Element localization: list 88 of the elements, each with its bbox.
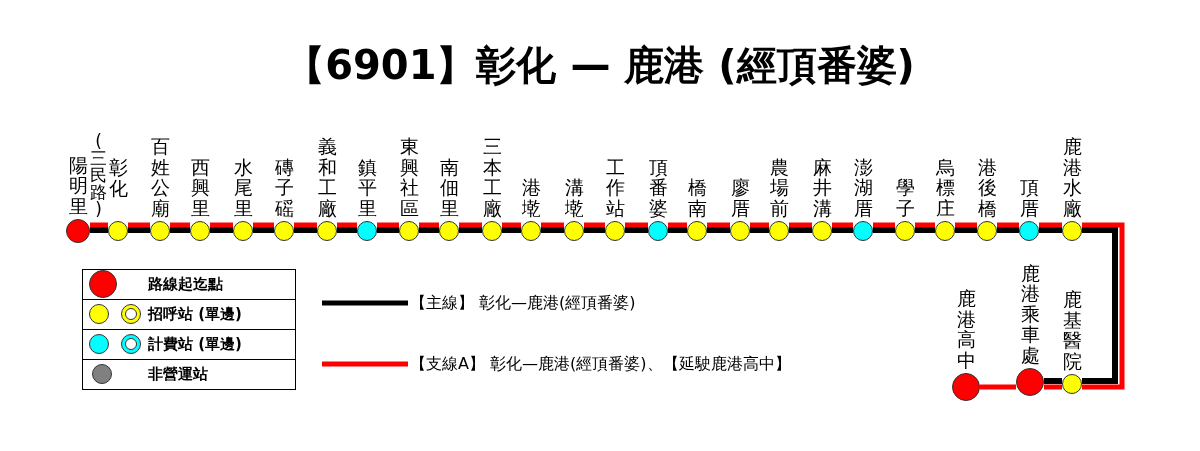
route-line	[337, 227, 357, 233]
station-name: 鹿港乘車處	[1020, 262, 1040, 365]
route-line	[128, 222, 150, 228]
station-name: 港後橋	[977, 156, 997, 218]
station-name: 頂番婆	[648, 156, 668, 218]
route-line	[668, 222, 687, 228]
station-name: 鹿港高中	[956, 288, 976, 370]
station-name: 陽明里	[68, 154, 88, 216]
route-line	[955, 227, 977, 233]
station-name: 廖厝	[730, 177, 750, 218]
route-line	[584, 222, 605, 228]
station-name: 澎湖厝	[853, 156, 873, 218]
station-name: 西興里	[190, 156, 210, 218]
station-name: 三本工廠	[482, 136, 502, 218]
route-line	[210, 227, 233, 233]
route-line	[997, 227, 1019, 233]
route-line	[1044, 384, 1062, 390]
route-line	[584, 227, 605, 233]
station-name: 水尾里	[233, 156, 253, 218]
route-line	[1044, 378, 1062, 384]
station-name: 義和工廠	[317, 136, 337, 218]
route-line	[377, 222, 399, 228]
route-line	[459, 227, 482, 233]
route-line	[873, 222, 895, 228]
route-line	[377, 227, 399, 233]
route-line	[459, 222, 482, 228]
station-name: 港墘	[521, 177, 541, 218]
station-name: 橋南	[687, 177, 707, 218]
route-line	[789, 222, 812, 228]
route-line	[253, 227, 274, 233]
station-name: 農場前	[769, 156, 789, 218]
route-line	[419, 222, 439, 228]
route-line	[1039, 222, 1062, 228]
route-line	[502, 227, 521, 233]
legend-label: 【支線A】 彰化—鹿港(經頂番婆)、【延駛鹿港高中】	[410, 353, 791, 375]
route-line	[750, 222, 769, 228]
route-line	[1082, 222, 1125, 390]
route-line	[170, 227, 190, 233]
route-line	[1039, 227, 1062, 233]
route-line	[210, 222, 233, 228]
station-name: 溝墘	[564, 177, 584, 218]
route-line	[625, 227, 648, 233]
route-line	[1082, 227, 1118, 384]
station-name: 鎮平里	[357, 156, 377, 218]
route-line	[90, 222, 108, 228]
station-name: 學子	[895, 177, 915, 218]
route-line	[128, 227, 150, 233]
station-name: 麻井溝	[812, 156, 832, 218]
station-name: 頂厝	[1019, 177, 1039, 218]
station-name: 彰化	[108, 157, 128, 198]
station-name: 烏標庄	[935, 156, 955, 218]
legend-label: 招呼站 (單邊)	[148, 304, 242, 324]
station-name: 鹿基醫院	[1062, 289, 1082, 371]
station-name: 工作站	[605, 156, 625, 218]
legend-label: 非營運站	[148, 364, 208, 384]
route-line	[541, 227, 564, 233]
station-name: 南佃里	[439, 156, 459, 218]
route-line	[419, 227, 439, 233]
route-line	[337, 222, 357, 228]
route-line	[625, 222, 648, 228]
route-line	[915, 227, 935, 233]
title: 【6901】彰化 — 鹿港 (經頂番婆)	[285, 42, 915, 88]
route-line	[789, 227, 812, 233]
route-line	[170, 222, 190, 228]
route-line	[873, 227, 895, 233]
route-line	[832, 227, 853, 233]
route-line	[980, 384, 1016, 390]
route-line	[541, 222, 564, 228]
route-line	[955, 222, 977, 228]
route-line	[832, 222, 853, 228]
route-line	[997, 222, 1019, 228]
route-line	[707, 222, 730, 228]
legend-label: 路線起迄點	[148, 274, 223, 294]
route-line	[253, 222, 274, 228]
legend-label: 【主線】 彰化—鹿港(經頂番婆)	[410, 292, 636, 314]
route-line	[294, 222, 317, 228]
station-name: 磚子磘	[274, 156, 294, 218]
route-line	[294, 227, 317, 233]
station-note: (三民路)	[90, 133, 107, 218]
route-line	[915, 222, 935, 228]
station-name: 百姓公廟	[150, 136, 170, 218]
route-line	[502, 222, 521, 228]
route-line	[668, 227, 687, 233]
station-name: 鹿港水廠	[1062, 136, 1082, 218]
route-line	[750, 227, 769, 233]
legend-label: 計費站 (單邊)	[148, 334, 242, 354]
route-line	[707, 227, 730, 233]
station-name: 東興社區	[399, 136, 419, 218]
